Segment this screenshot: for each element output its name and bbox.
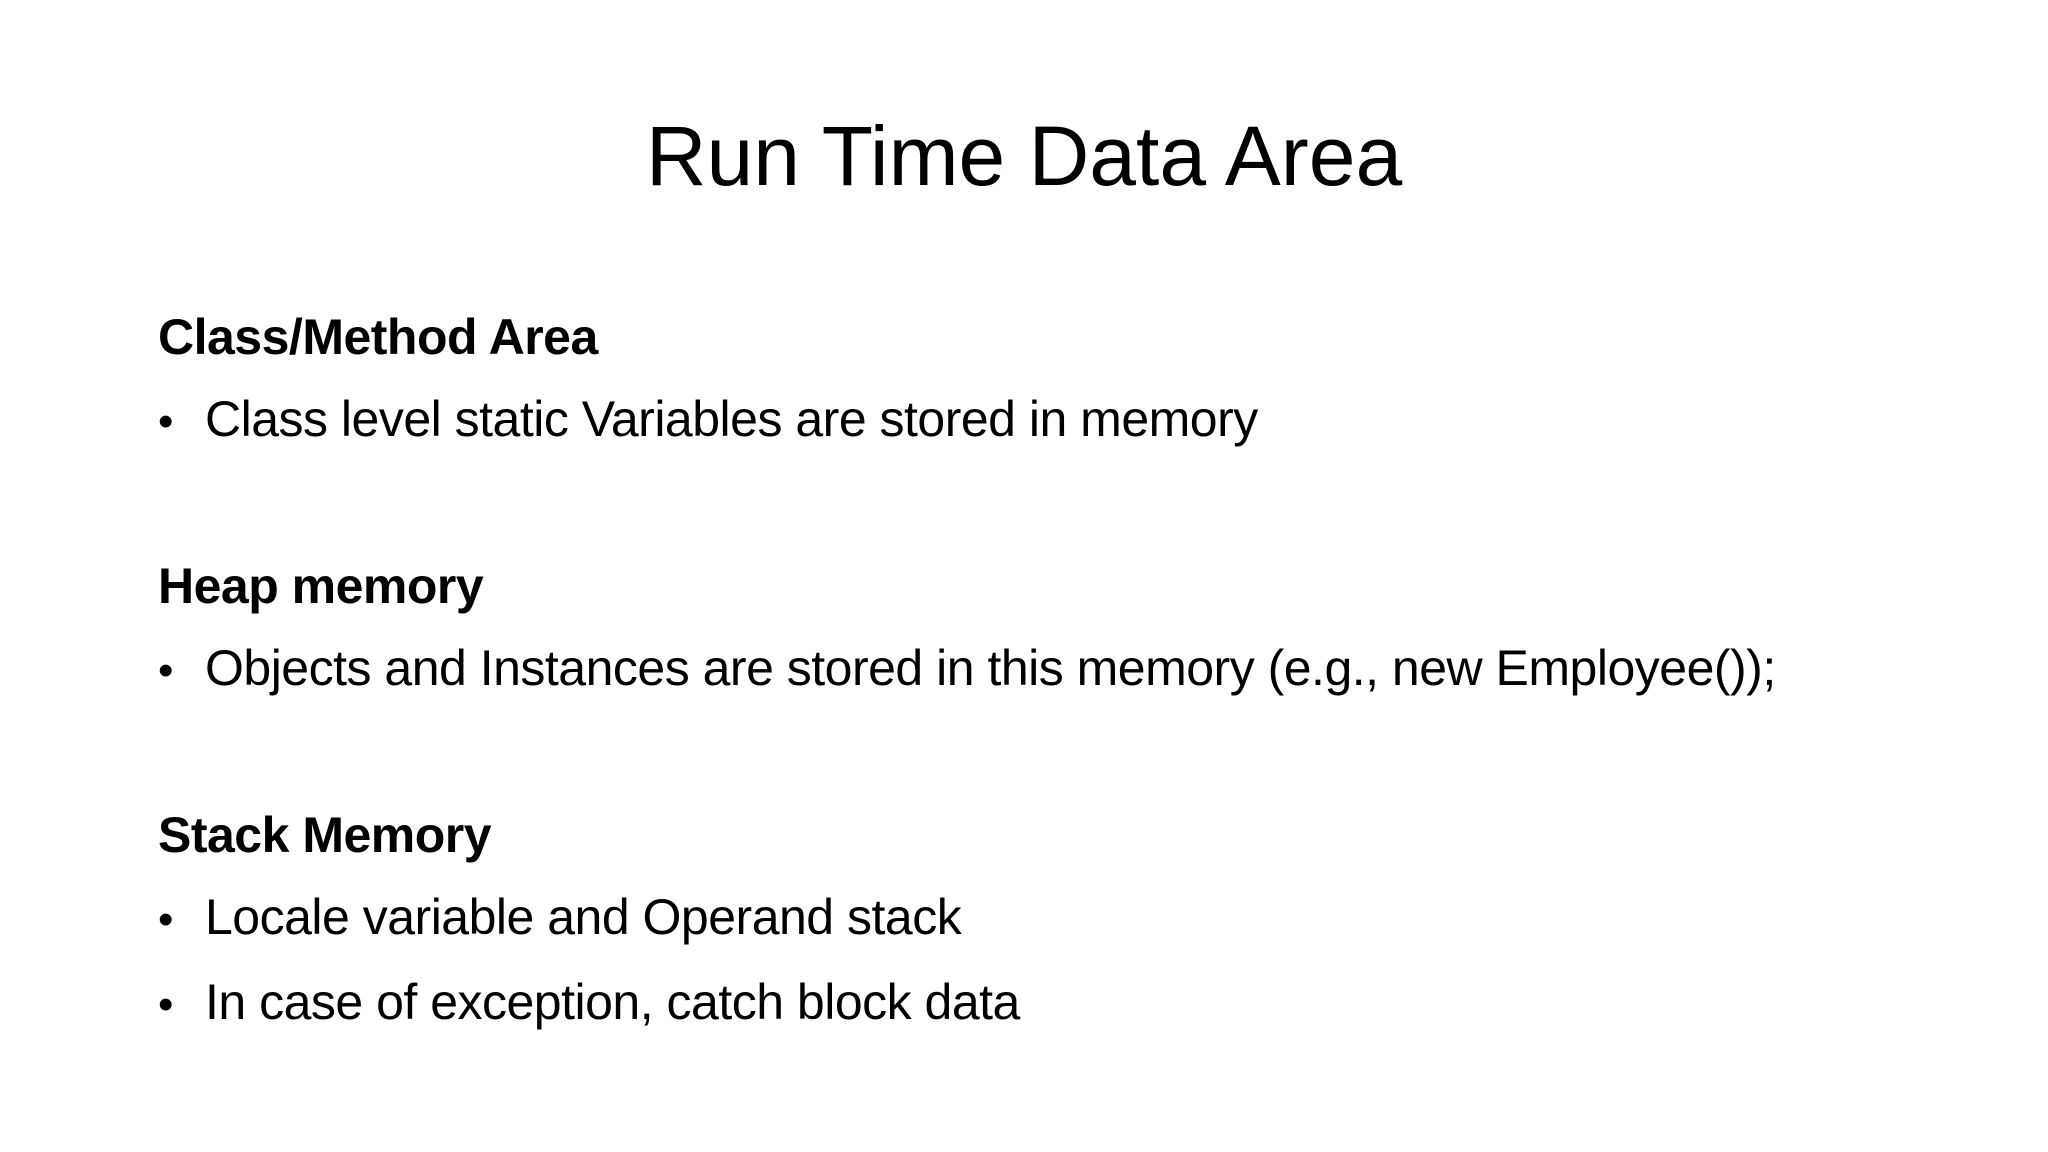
section-heading-stack-memory: Stack Memory — [158, 807, 492, 863]
bullet-text: Class level static Variables are stored … — [205, 391, 1258, 447]
section-heading-class-method-area: Class/Method Area — [158, 309, 598, 365]
bullet-list: • Objects and Instances are stored in th… — [158, 627, 1928, 712]
bullet-marker-icon: • — [158, 980, 173, 1029]
bullet-item: • Objects and Instances are stored in th… — [158, 627, 1928, 712]
section-class-method-area: Class/Method Area • Class level static V… — [158, 296, 1928, 463]
bullet-list: • Class level static Variables are store… — [158, 378, 1928, 463]
bullet-marker-icon: • — [158, 646, 173, 695]
bullet-item: • In case of exception, catch block data — [158, 961, 1928, 1046]
bullet-item: • Class level static Variables are store… — [158, 378, 1928, 463]
bullet-text: Objects and Instances are stored in this… — [205, 640, 1776, 696]
bullet-text: In case of exception, catch block data — [205, 974, 1020, 1030]
bullet-marker-icon: • — [158, 397, 173, 446]
section-stack-memory: Stack Memory • Locale variable and Opera… — [158, 794, 1928, 1046]
bullet-list: • Locale variable and Operand stack • In… — [158, 876, 1928, 1046]
bullet-text: Locale variable and Operand stack — [205, 889, 962, 945]
bullet-marker-icon: • — [158, 895, 173, 944]
section-heap-memory: Heap memory • Objects and Instances are … — [158, 545, 1928, 712]
slide-body: Class/Method Area • Class level static V… — [158, 296, 1928, 1046]
bullet-item: • Locale variable and Operand stack — [158, 876, 1928, 961]
section-heading-heap-memory: Heap memory — [158, 558, 484, 614]
slide-title: Run Time Data Area — [645, 109, 1403, 203]
